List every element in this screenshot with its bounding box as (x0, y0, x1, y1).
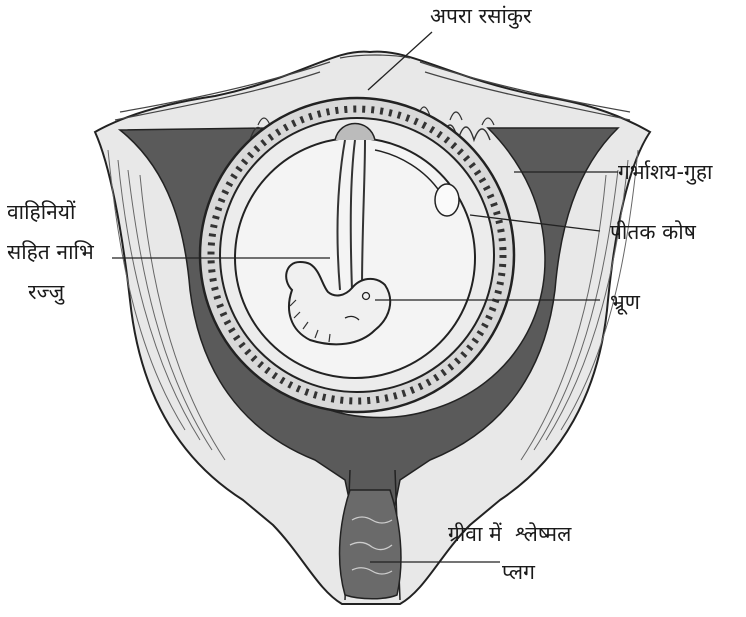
label-uterine-cavity: गर्भाशय-गुहा (618, 160, 712, 185)
label-embryo: भ्रूण (610, 290, 640, 315)
yolk-sac (435, 184, 459, 216)
label-cervical-plug-line2: प्लग (502, 560, 535, 585)
label-umbilical-cord-line2: सहित नाभि (7, 240, 94, 265)
label-umbilical-cord-line1: वाहिनियों (7, 200, 75, 225)
mucus-plug (340, 490, 401, 599)
label-placental-villi: अपरा रसांकुर (430, 4, 532, 29)
label-yolk-sac: पीतक कोष (610, 220, 696, 245)
label-cervical-plug-line1: ग्रीवा में श्लेष्मल (448, 522, 571, 547)
label-umbilical-cord-line3: रज्जु (28, 280, 64, 305)
